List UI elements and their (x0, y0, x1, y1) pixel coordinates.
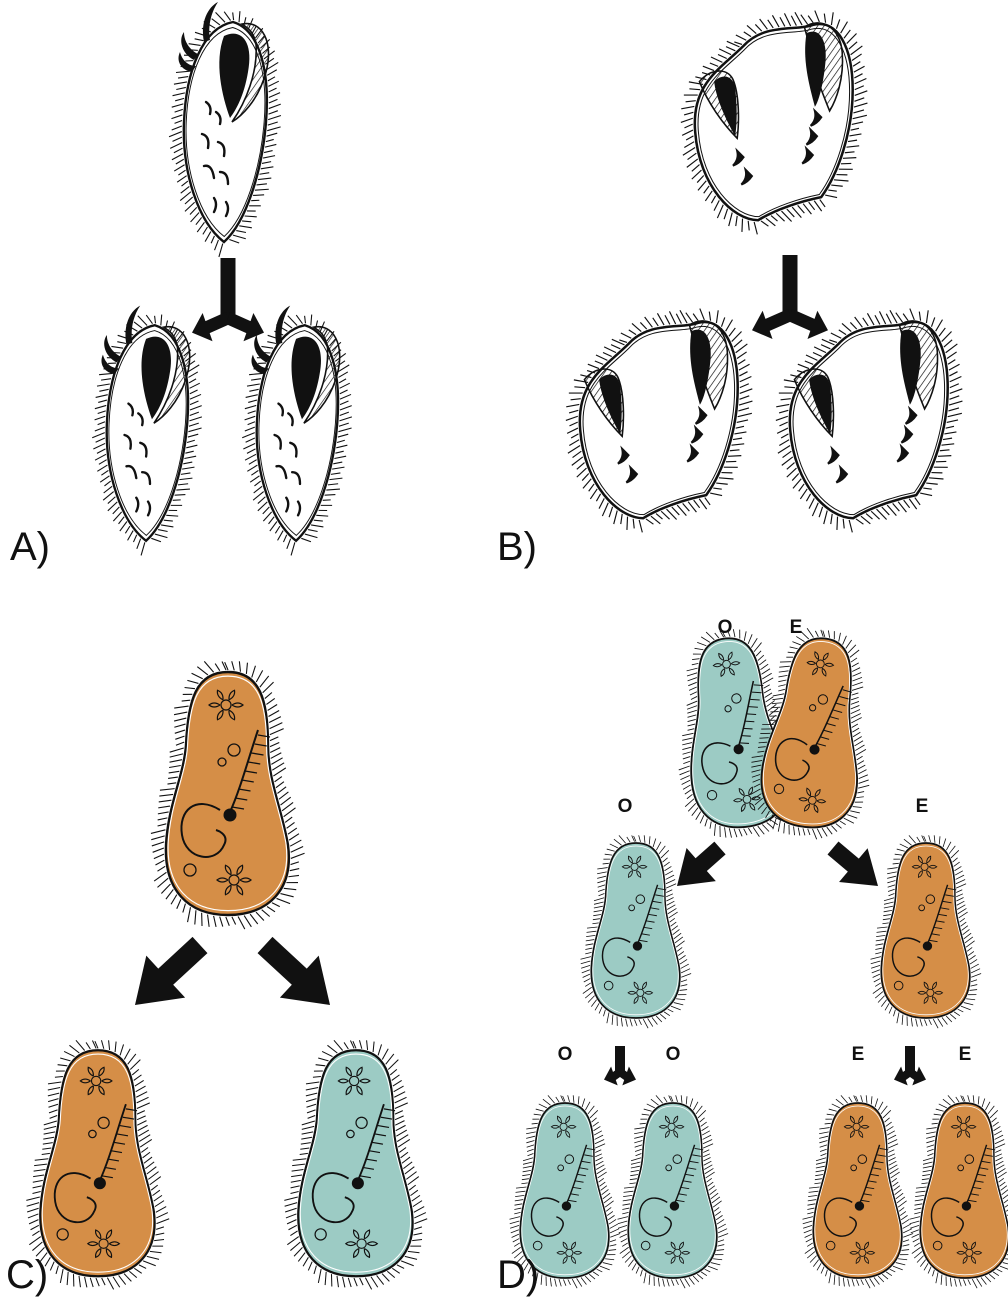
cell-body (920, 1103, 1008, 1278)
panel-d-arrow-left (677, 842, 726, 886)
level2-label-e-left: E (852, 1045, 865, 1064)
level2-label-e-right: E (959, 1045, 972, 1064)
micronucleus (923, 941, 932, 950)
panel-a-daughter-left (92, 306, 202, 556)
panel-c-label: C) (6, 1255, 48, 1295)
level2-label-o-left: O (558, 1045, 573, 1064)
cells-layer (26, 2, 1008, 1289)
panel-d-progeny-e-left (803, 1095, 914, 1288)
fork-stem (221, 258, 236, 320)
panel-b-daughter-right (776, 309, 963, 533)
micronucleus (224, 809, 237, 822)
pair-label-e: E (790, 618, 803, 637)
micronucleus (855, 1201, 864, 1210)
panel-b-daughter-left (566, 309, 753, 533)
panel-d-exconjugant-e (871, 835, 982, 1028)
fork-right-branch (909, 1067, 926, 1086)
micronucleus (962, 1201, 971, 1210)
level1-label-o: O (618, 797, 633, 816)
fork-stem (783, 255, 798, 317)
level1-label-e: E (916, 797, 929, 816)
panel-c-daughter-teal (284, 1040, 427, 1289)
panel-c-parent-paramecium (151, 661, 305, 929)
panel-b-division-arrow (752, 255, 828, 339)
fork-right-branch (619, 1067, 636, 1086)
panel-d-arrow-right (828, 842, 878, 886)
panel-d-progeny-o-right (618, 1095, 729, 1288)
panel-d-fork-e (894, 1046, 926, 1085)
panel-c-arrow-left (135, 937, 207, 1005)
panel-d-progeny-e-right (910, 1095, 1008, 1288)
panel-b-label: B) (497, 527, 537, 567)
micronucleus (670, 1201, 679, 1210)
micronucleus (562, 1201, 571, 1210)
fork-right-branch (788, 309, 828, 339)
panel-d-exconjugant-o (581, 835, 692, 1028)
micronucleus (633, 941, 642, 950)
fork-right-branch (226, 312, 264, 341)
panel-d-label: D) (497, 1255, 539, 1295)
panel-b-parent-cell (681, 11, 868, 235)
panel-d-fork-o (604, 1046, 636, 1085)
fork-left-branch (752, 309, 792, 339)
panel-a-division-arrow (192, 258, 264, 341)
level2-label-o-right: O (666, 1045, 681, 1064)
panel-a-parent-cell (169, 2, 281, 257)
panel-a-label: A) (10, 527, 50, 567)
panel-a-daughter-right (242, 306, 352, 556)
micronucleus (352, 1177, 364, 1189)
micronucleus (94, 1177, 106, 1189)
fork-left-branch (192, 312, 230, 341)
pair-label-o: O (718, 618, 733, 637)
panel-c-arrow-right (258, 937, 330, 1005)
